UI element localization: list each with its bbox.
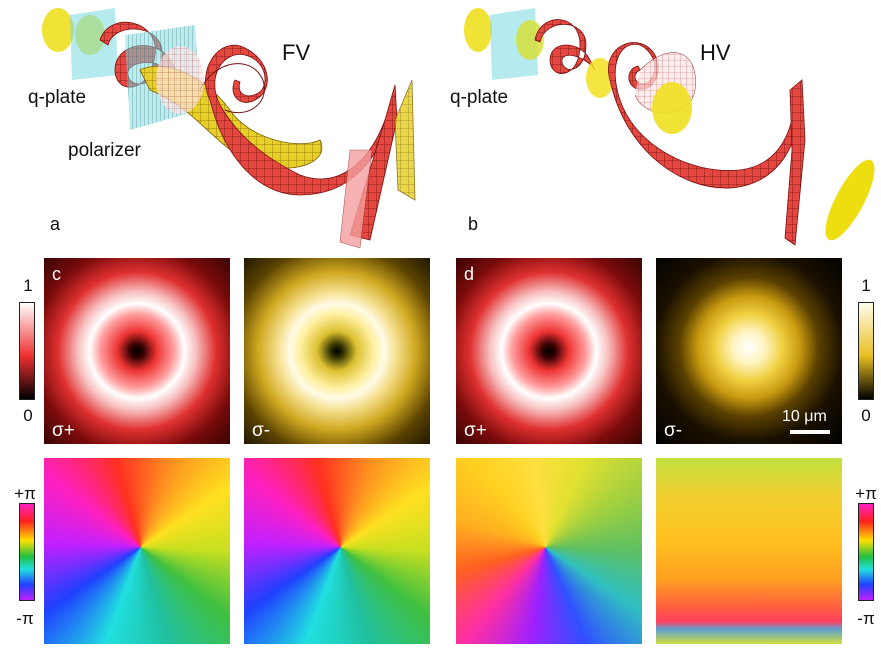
phase-d-sigma-minus	[656, 458, 842, 644]
phase-d-sigma-plus	[456, 458, 642, 644]
q-plate-label: q-plate	[28, 87, 87, 108]
pol-label-d-right: σ-	[664, 420, 683, 441]
panel-b: HV q-plate b	[440, 0, 881, 250]
intensity-d-sigma-minus	[656, 258, 842, 444]
intensity-c-sigma-plus	[44, 258, 230, 444]
cb-intensity-right-bottom: 0	[861, 406, 871, 425]
hv-beam-schematic	[464, 8, 875, 246]
q-plate-label-b: q-plate	[450, 87, 509, 108]
panel-letter-b: b	[468, 214, 479, 234]
cb-phase-right-bar	[858, 503, 874, 601]
q-plate-shape	[70, 8, 118, 80]
beam-title-fv: FV	[282, 40, 311, 65]
cb-phase-left-top: +π	[14, 484, 36, 503]
input-beam-b	[464, 8, 492, 52]
scale-bar-text: 10 μm	[782, 408, 827, 425]
phase-c-sigma-plus	[44, 458, 230, 644]
panel-letter-a: a	[50, 214, 61, 234]
cb-phase-left-bottom: -π	[16, 609, 34, 628]
scale-bar-line	[790, 430, 830, 434]
pol-label-c-right: σ-	[252, 420, 271, 441]
cb-intensity-left-bottom: 0	[23, 406, 33, 425]
pol-label-c-left: σ+	[52, 420, 75, 441]
cb-intensity-left-top: 1	[23, 276, 33, 295]
cb-intensity-left-bar	[19, 302, 35, 400]
beam-title-hv: HV	[700, 40, 731, 65]
fv-beam-schematic	[42, 8, 416, 249]
panel-a: FV q-plate polarizer a	[0, 0, 440, 250]
input-beam	[42, 8, 74, 52]
output-beam-b	[825, 159, 875, 241]
cb-intensity-right-top: 1	[861, 276, 871, 295]
intensity-d-sigma-plus	[456, 258, 642, 444]
panel-letter-d: d	[464, 264, 475, 284]
cb-phase-right-top: +π	[855, 484, 877, 503]
panel-letter-c: c	[52, 264, 61, 284]
pol-label-d-left: σ+	[464, 420, 487, 441]
cb-phase-right-bottom: -π	[857, 609, 875, 628]
cb-phase-left-bar	[19, 503, 35, 601]
cb-intensity-right-bar	[858, 302, 874, 400]
phase-c-sigma-minus	[244, 458, 430, 644]
red-spiral-b	[534, 19, 596, 74]
polarizer-label: polarizer	[68, 140, 141, 161]
intensity-c-sigma-minus	[244, 258, 430, 444]
